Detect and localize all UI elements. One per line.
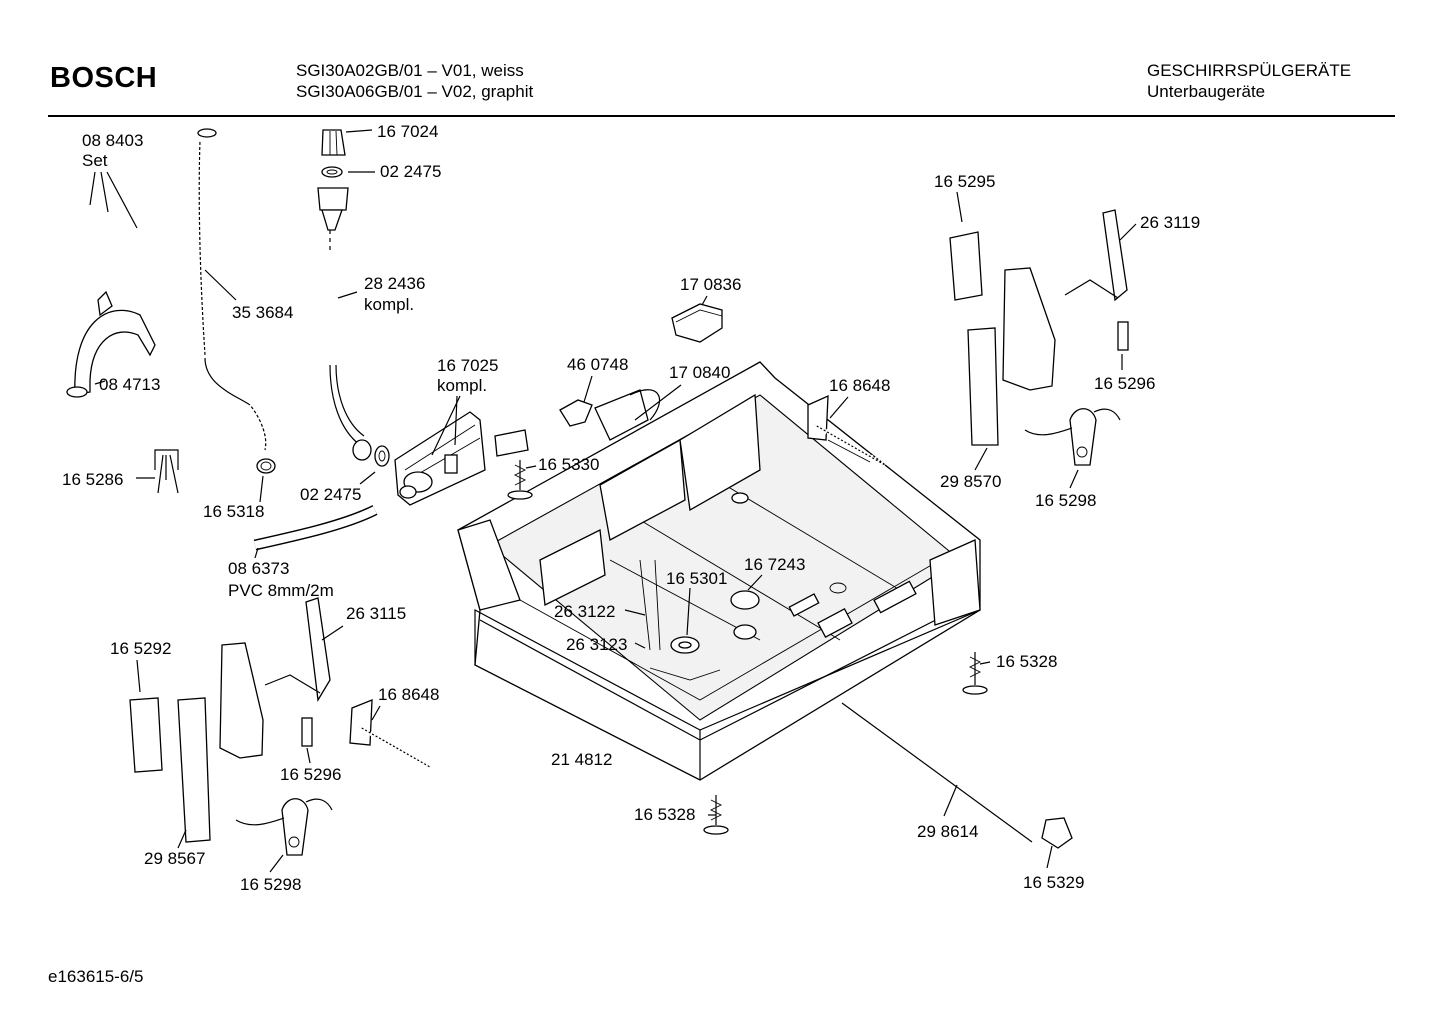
label-022475-mid: 02 2475 [300, 485, 361, 504]
header-divider [48, 115, 1395, 117]
drawing-code: e163615-6/5 [48, 967, 144, 986]
label-214812: 21 4812 [551, 750, 612, 769]
model-line-2: SGI30A06GB/01 – V02, graphit [296, 82, 534, 101]
label-084713: 08 4713 [99, 375, 160, 394]
label-165295: 16 5295 [934, 172, 995, 191]
label-460748: 46 0748 [567, 355, 628, 374]
pvc-hose [253, 505, 378, 551]
label-165296-left: 16 5296 [280, 765, 341, 784]
label-282436-note: kompl. [364, 295, 414, 314]
label-165298-left: 16 5298 [240, 875, 301, 894]
label-298570: 29 8570 [940, 472, 1001, 491]
part-labels: 08 8403 Set 35 3684 16 7024 02 2475 28 2… [62, 122, 1200, 894]
label-022475-top: 02 2475 [380, 162, 441, 181]
label-353684: 35 3684 [232, 303, 293, 322]
label-088403: 08 8403 [82, 131, 143, 150]
hinge-group-right [949, 209, 1129, 466]
inlet-hose [317, 129, 390, 467]
leader-lines [89, 129, 1137, 873]
brand-logo: BOSCH [50, 62, 158, 94]
door-spring-right [807, 394, 887, 468]
drain-hose [193, 128, 276, 474]
label-165298-right: 16 5298 [1035, 491, 1096, 510]
hose-bracket [66, 290, 156, 398]
label-165329: 16 5329 [1023, 873, 1084, 892]
base-frame [457, 361, 981, 781]
category-title: GESCHIRRSPÜLGERÄTE [1147, 61, 1352, 80]
label-165301: 16 5301 [666, 569, 727, 588]
label-086373-note: PVC 8mm/2m [228, 581, 334, 600]
label-282436: 28 2436 [364, 274, 425, 293]
label-263123: 26 3123 [566, 635, 627, 654]
small-parts-top [494, 303, 723, 500]
label-165296-right: 16 5296 [1094, 374, 1155, 393]
label-088403-note: Set [82, 151, 108, 170]
label-165292: 16 5292 [110, 639, 171, 658]
category-info: GESCHIRRSPÜLGERÄTE Unterbaugeräte [1147, 60, 1351, 102]
model-line-1: SGI30A02GB/01 – V01, weiss [296, 61, 524, 80]
label-298567: 29 8567 [144, 849, 205, 868]
label-167025: 16 7025 [437, 356, 498, 375]
label-168648-bottom: 16 8648 [378, 685, 439, 704]
screws-and-rod [703, 652, 1073, 849]
category-subtitle: Unterbaugeräte [1147, 82, 1266, 101]
hinge-group-left [129, 597, 432, 856]
label-167243: 16 7243 [744, 555, 805, 574]
model-info: SGI30A02GB/01 – V01, weiss SGI30A06GB/01… [296, 60, 533, 102]
label-167025-note: kompl. [437, 376, 487, 395]
label-086373: 08 6373 [228, 559, 289, 578]
label-167024: 16 7024 [377, 122, 438, 141]
label-168648-top: 16 8648 [829, 376, 890, 395]
hose-clamp [154, 449, 179, 494]
label-263122: 26 3122 [554, 602, 615, 621]
label-165286: 16 5286 [62, 470, 123, 489]
label-170840: 17 0840 [669, 363, 730, 382]
label-165330: 16 5330 [538, 455, 599, 474]
label-165328-right: 16 5328 [996, 652, 1057, 671]
label-170836: 17 0836 [680, 275, 741, 294]
label-165318: 16 5318 [203, 502, 264, 521]
label-263119: 26 3119 [1140, 213, 1200, 232]
label-298614: 29 8614 [917, 822, 978, 841]
label-263115: 26 3115 [346, 604, 406, 623]
label-165328-bottom: 16 5328 [634, 805, 695, 824]
inlet-valve-assembly [394, 411, 486, 506]
